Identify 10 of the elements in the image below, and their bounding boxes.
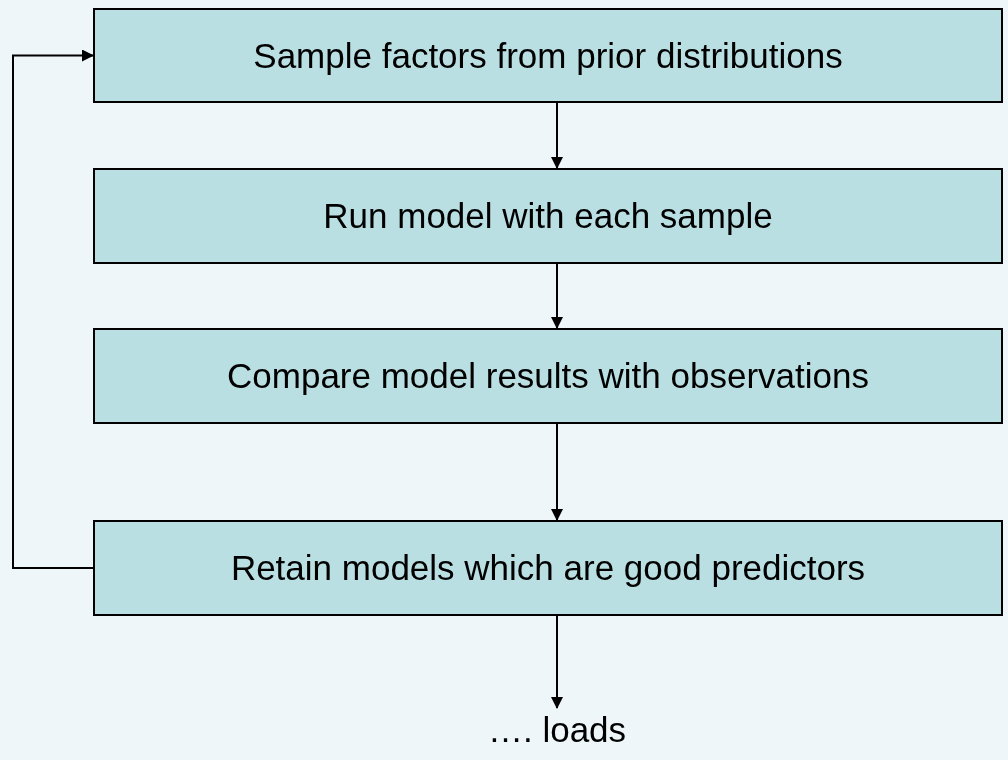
process-box: Retain models which are good predictors: [93, 520, 1003, 616]
process-box: Sample factors from prior distributions: [93, 8, 1003, 103]
arrow: [551, 263, 563, 329]
arrow: [551, 102, 563, 169]
process-box: Compare model results with observations: [93, 328, 1003, 424]
arrow: [551, 615, 563, 709]
process-box: Run model with each sample: [93, 168, 1003, 264]
arrow: [12, 49, 94, 569]
end-text: …. loads: [457, 708, 657, 752]
arrow: [551, 423, 563, 521]
